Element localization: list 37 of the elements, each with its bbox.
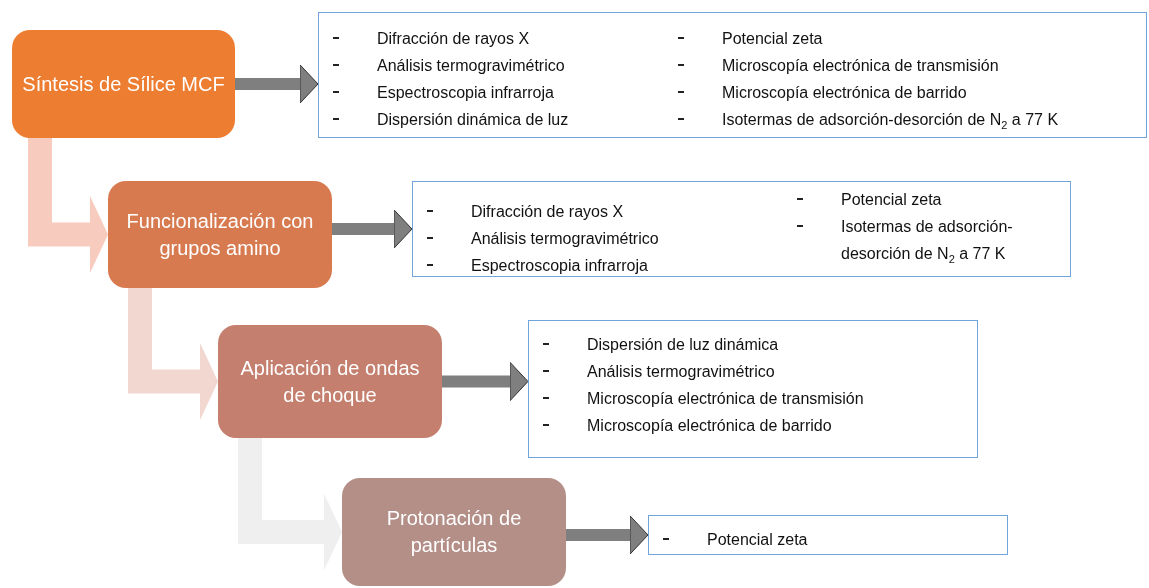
list-item: Análisis termogravimétrico <box>471 229 659 249</box>
block-arrow <box>332 209 413 249</box>
list-box <box>528 320 978 458</box>
list-item: Potencial zeta <box>707 530 808 550</box>
list-item: Isotermas de adsorción-desorción de N$_{2}$ a 77 K <box>841 217 1014 268</box>
process-box <box>12 30 235 138</box>
list-item: Análisis termogravimétrico <box>377 56 565 76</box>
list-item: Espectroscopia infrarroja <box>377 83 554 103</box>
list-item: Potencial zeta <box>722 29 823 49</box>
list-box <box>412 181 1071 277</box>
list-box <box>318 12 1147 138</box>
list-item: Difracción de rayos X <box>471 202 624 222</box>
process-box <box>218 325 442 438</box>
list-item: Microscopía electrónica de barrido <box>587 416 832 436</box>
block-arrow <box>235 64 319 104</box>
step-label: Funcionalización con grupos amino <box>125 208 315 261</box>
list-item: Dispersión dinámica de luz <box>377 110 569 130</box>
list-item: Espectroscopia infrarroja <box>471 256 648 276</box>
block-arrow <box>566 515 649 555</box>
list-item: Microscopía electrónica de transmisión <box>722 56 999 76</box>
step-label: Protonación de partículas <box>385 506 523 558</box>
list-item: Microscopía electrónica de transmisión <box>587 389 864 409</box>
process-box <box>108 181 332 288</box>
block-arrow <box>442 361 529 402</box>
list-item: Microscopía electrónica de barrido <box>722 83 967 103</box>
list-item: Dispersión de luz dinámica <box>587 335 779 355</box>
list-item: Análisis termogravimétrico <box>587 362 775 382</box>
step-label: Síntesis de Sílice MCF <box>22 71 225 97</box>
process-box <box>342 478 566 586</box>
list-box <box>648 515 1008 555</box>
elbow-arrow <box>238 438 342 571</box>
elbow-arrow <box>28 138 108 273</box>
step-label: Aplicación de ondas de choque <box>239 355 421 408</box>
elbow-arrow <box>128 288 218 420</box>
list-item: Potencial zeta <box>841 190 942 210</box>
list-item: Isotermas de adsorción-desorción de N$_{2}$ a 77 K <box>722 110 1059 134</box>
list-item: Difracción de rayos X <box>377 29 530 49</box>
